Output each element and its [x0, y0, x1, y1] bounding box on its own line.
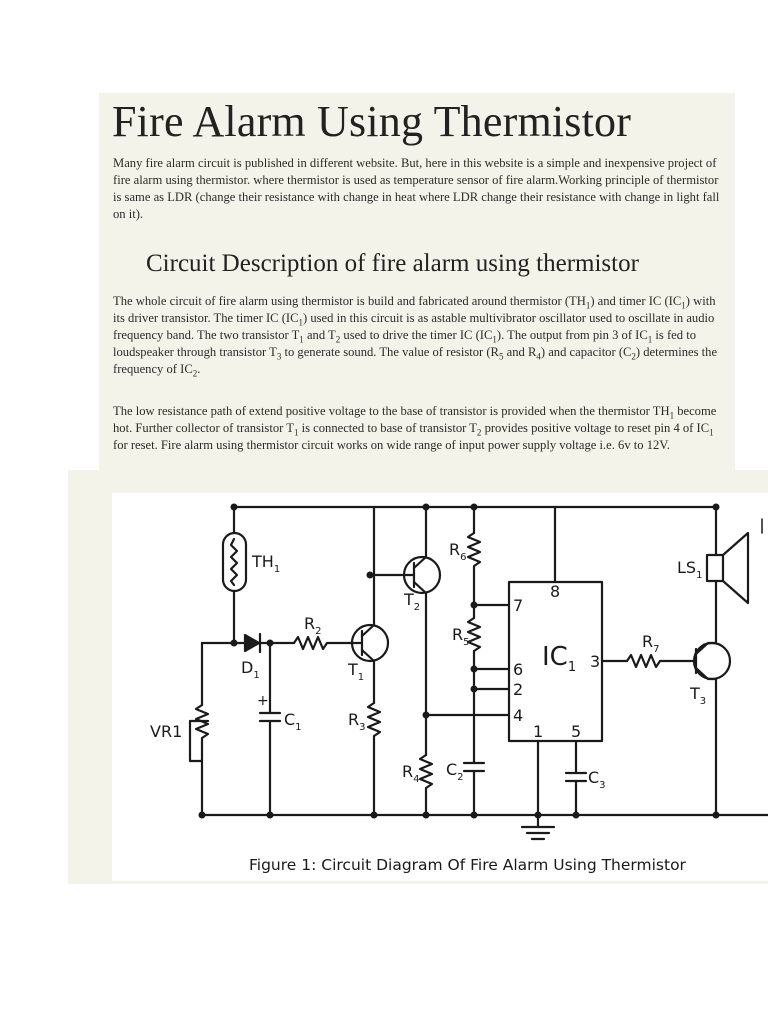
c1-capacitor — [258, 711, 282, 723]
r7-label: R7 — [642, 632, 660, 655]
r2-resistor — [292, 635, 352, 651]
c1-plus-label: + — [257, 693, 269, 709]
circuit-diagram: TH1 D1 R2 T1 T2 T3 R3 R4 R5 R6 R7 C1 C2 … — [150, 503, 768, 874]
r4-resistor — [418, 753, 434, 817]
r3-label: R3 — [348, 710, 366, 733]
c2-capacitor — [462, 761, 486, 773]
c3-capacitor — [564, 771, 588, 783]
r3-resistor — [366, 701, 382, 817]
t2-label: T2 — [403, 590, 420, 613]
speaker-symbol — [705, 553, 725, 583]
c2-label: C2 — [446, 760, 464, 783]
r4-label: R4 — [402, 762, 420, 785]
pin7-label: 7 — [513, 596, 523, 615]
pin4-label: 4 — [513, 706, 523, 725]
pin3-label: 3 — [590, 652, 600, 671]
text-panel — [99, 93, 735, 493]
description-paragraph: The whole circuit of fire alarm using th… — [113, 294, 718, 379]
vr1-label: VR1 — [150, 722, 182, 741]
t1-label: T1 — [347, 660, 364, 683]
th1-label: TH1 — [251, 552, 280, 575]
t3-transistor — [692, 641, 732, 681]
r5-resistor — [466, 616, 482, 653]
ic1-label: IC1 — [542, 642, 576, 675]
r2-label: R2 — [304, 614, 322, 637]
d1-label: D1 — [241, 658, 260, 681]
pin2-label: 2 — [513, 680, 523, 699]
intro-paragraph: Many fire alarm circuit is published in … — [113, 156, 720, 221]
junction-dots — [198, 503, 720, 819]
diode-symbol — [243, 633, 261, 653]
pin1-label: 1 — [533, 722, 543, 741]
pin6-label: 6 — [513, 660, 523, 679]
ls1-label: LS1 — [677, 558, 702, 581]
pin5-label: 5 — [571, 722, 581, 741]
r6-label: R6 — [449, 540, 467, 563]
c3-label: C3 — [588, 768, 606, 791]
t3-label: T3 — [689, 684, 706, 707]
vr1-potentiometer — [194, 703, 210, 817]
page-title: Fire Alarm Using Thermistor — [112, 97, 632, 146]
circuit-diagram-figure: TH1 D1 R2 T1 T2 T3 R3 R4 R5 R6 R7 C1 C2 … — [112, 493, 768, 881]
r5-label: R5 — [452, 625, 470, 648]
r7-resistor — [625, 653, 698, 669]
figure-caption: Figure 1: Circuit Diagram Of Fire Alarm … — [249, 856, 687, 874]
r6-resistor — [466, 531, 482, 607]
pin8-label: 8 — [550, 582, 560, 601]
c1-label: C1 — [284, 710, 302, 733]
operation-paragraph: The low resistance path of extend positi… — [113, 404, 717, 452]
section-heading: Circuit Description of fire alarm using … — [146, 250, 639, 277]
